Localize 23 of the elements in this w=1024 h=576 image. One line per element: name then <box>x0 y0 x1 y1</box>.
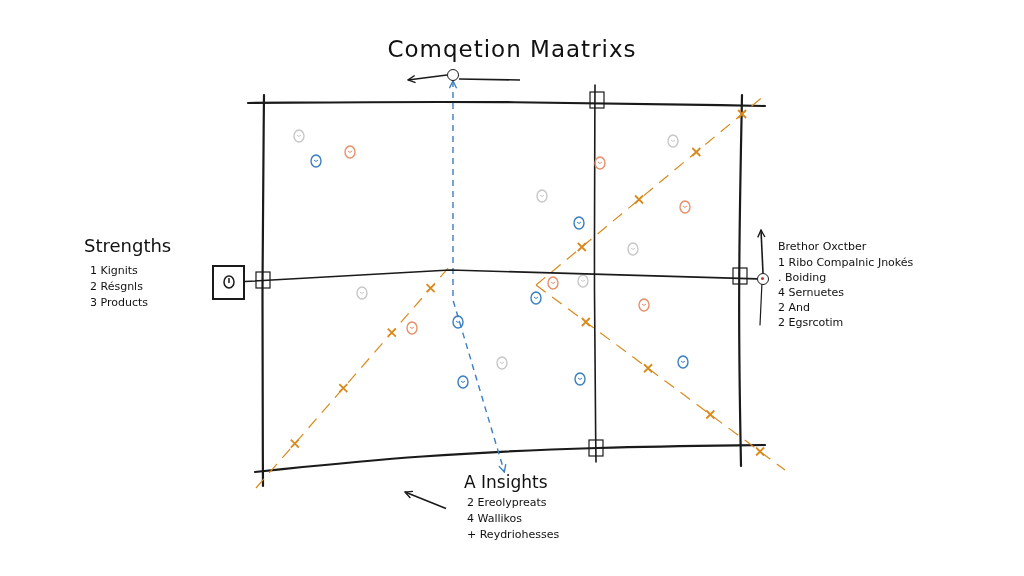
list-heading: A Insights <box>464 472 548 492</box>
list-item: 4 Sernuetes <box>778 286 845 300</box>
list-item: 2 And <box>778 301 810 315</box>
list-item: . Boiding <box>778 271 827 285</box>
dashed-arrow <box>448 80 507 473</box>
list-item: 2 Résgnls <box>90 280 143 294</box>
arrow <box>407 74 448 84</box>
circle-marker <box>447 69 459 81</box>
list-item: 3 Products <box>90 296 148 310</box>
arrow <box>404 490 447 510</box>
list-item: 1 Kignits <box>90 264 138 278</box>
arrow <box>757 229 766 274</box>
list-item: 4 Wallikos <box>467 512 523 526</box>
circle-marker <box>757 273 769 285</box>
square-marker <box>212 265 245 300</box>
list-item: + Reydriohesses <box>467 528 560 542</box>
list-item: 2 Ereolypreats <box>467 496 547 510</box>
connector-line <box>244 269 758 283</box>
list-heading: Strengths <box>84 236 172 256</box>
list-item: Brethor Oxctber <box>778 240 867 254</box>
list-item: 2 Egsrcotim <box>778 316 844 330</box>
diagram-title: Comqetion Maatrixs <box>387 36 637 62</box>
list-item: 1 Ribo Compalnic Jnokés <box>778 256 914 270</box>
